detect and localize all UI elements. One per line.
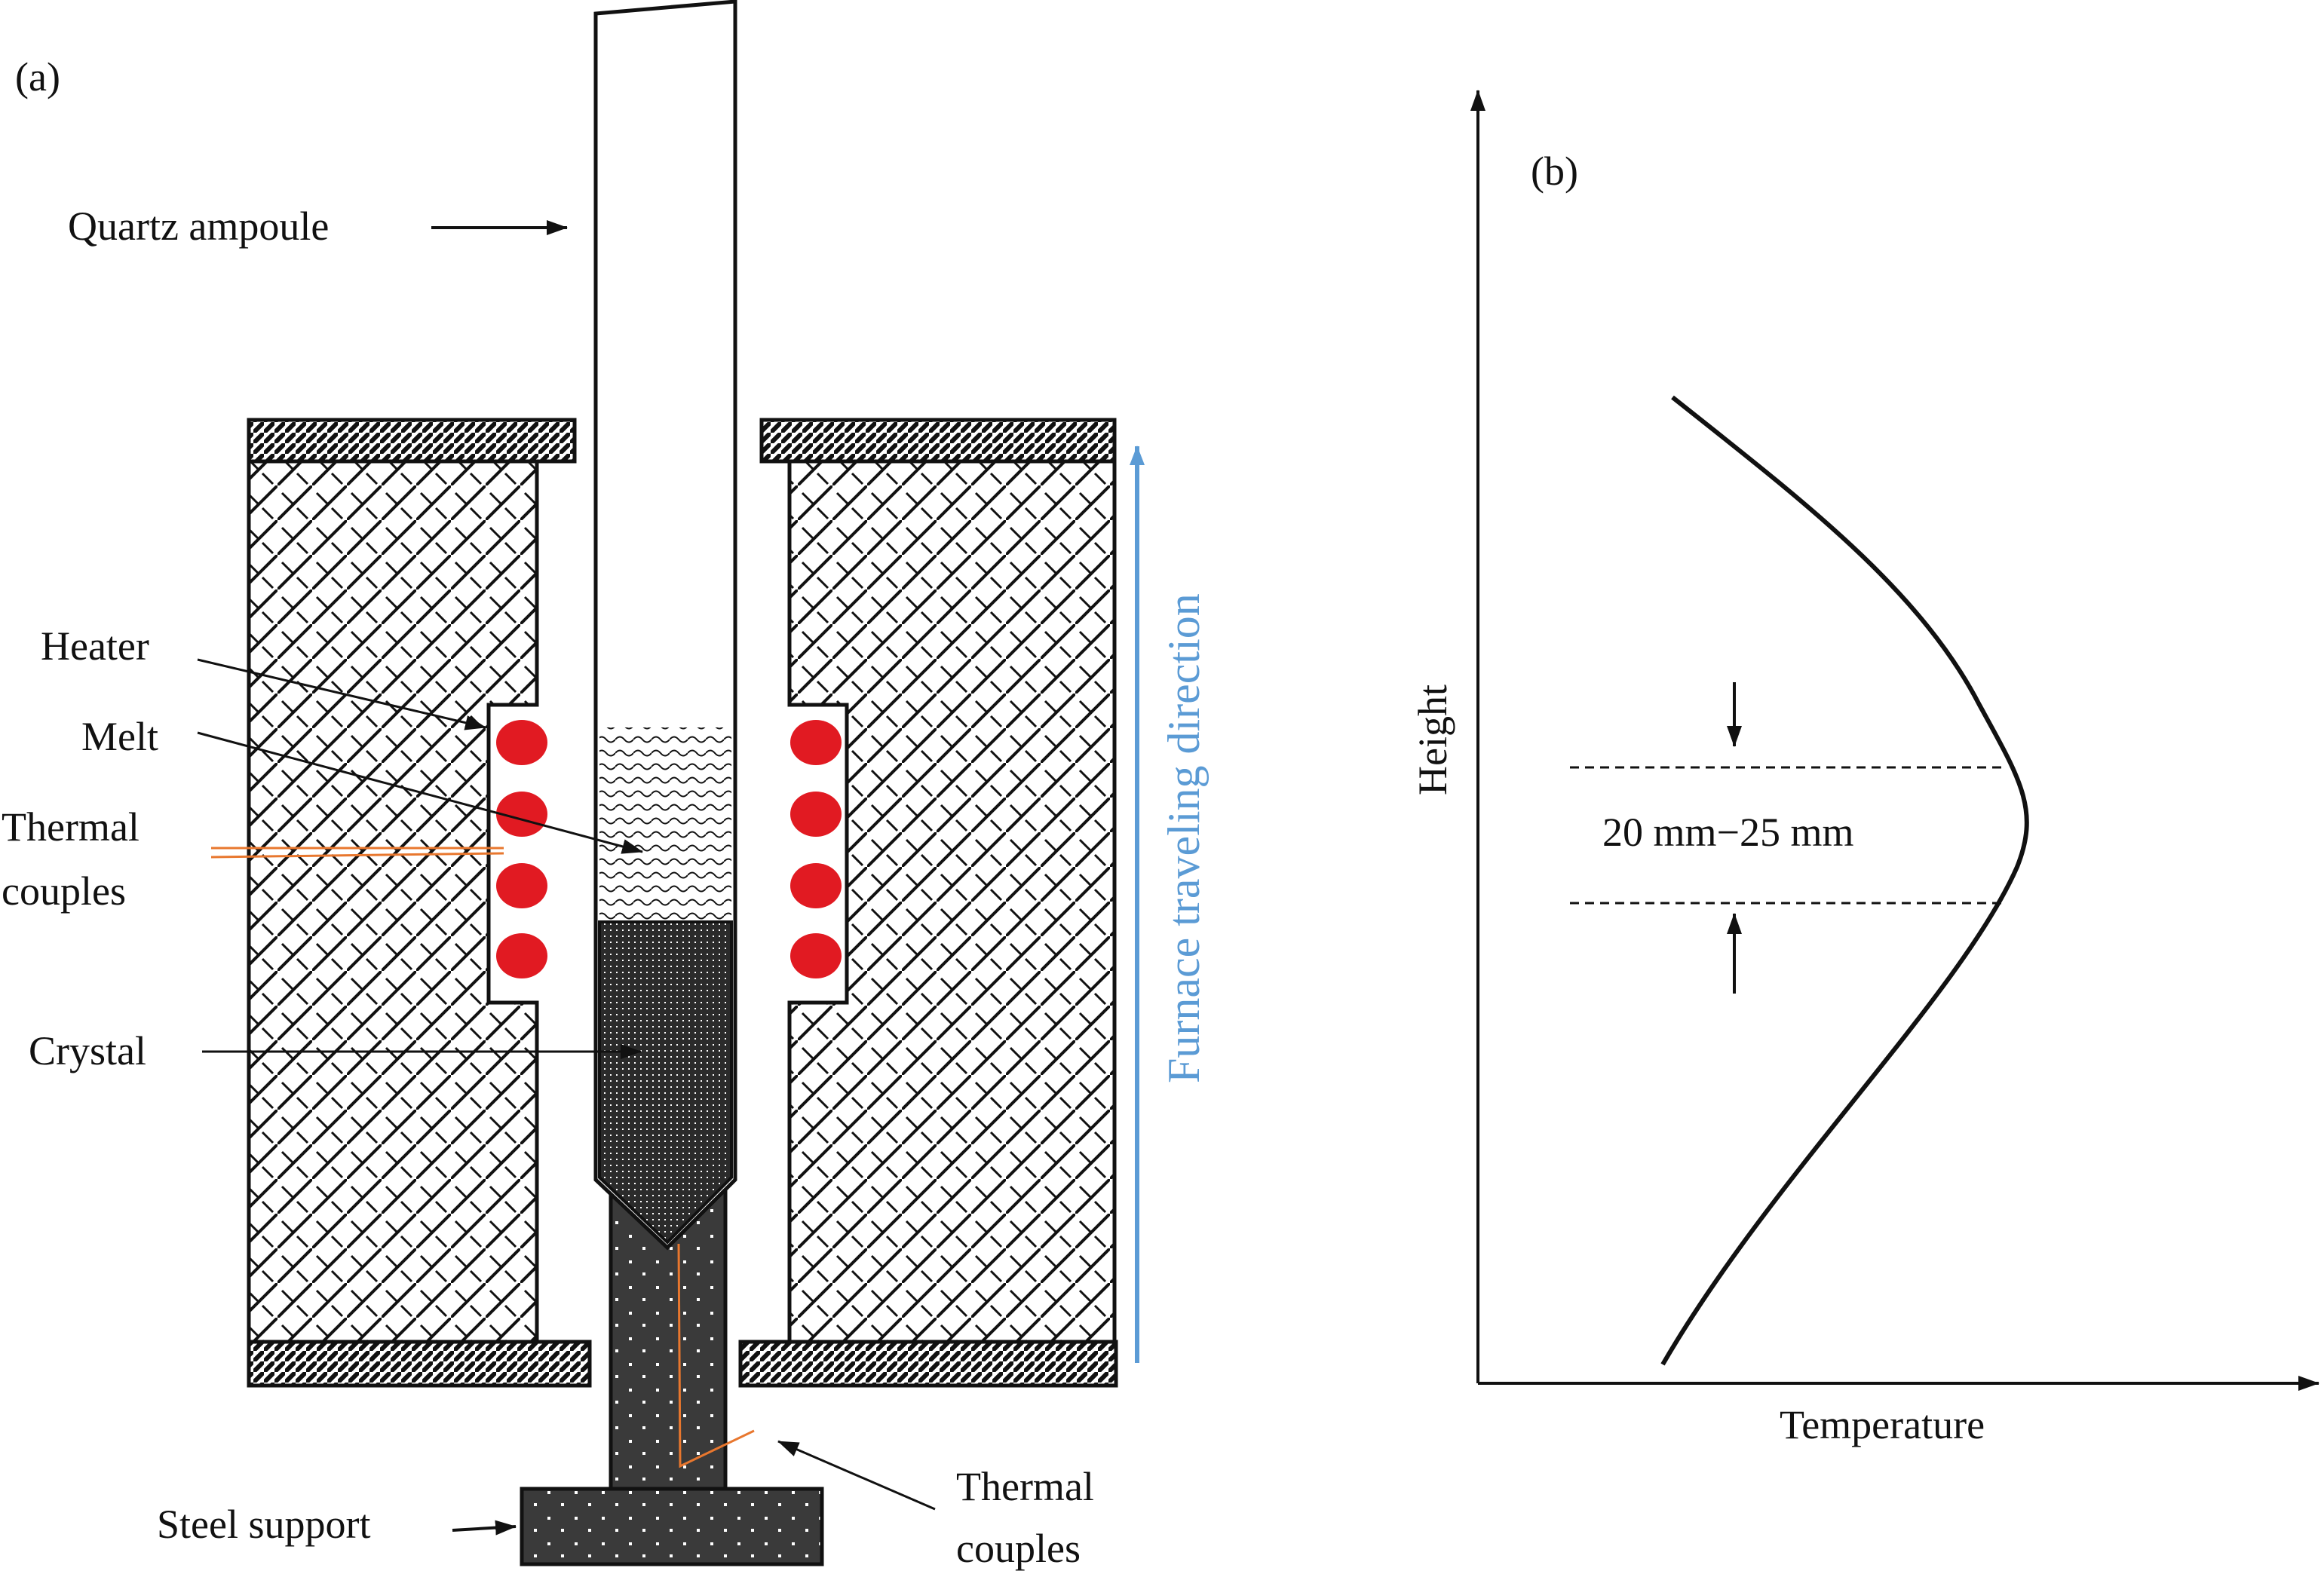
heater-coils-right — [790, 720, 842, 978]
thermal-couples-left-line1: Thermal — [2, 804, 140, 850]
thermal-couples-bottom-arrow — [777, 1440, 936, 1511]
steel-support-base — [520, 1487, 824, 1566]
heater-coil — [790, 720, 842, 765]
zone-label: 20 mm−25 mm — [1602, 810, 1853, 855]
melt-arrow — [197, 731, 643, 854]
thermal-couples-bottom-line2: couples — [956, 1526, 1081, 1571]
heater-label: Heater — [41, 623, 149, 669]
panel-a-label: (a) — [15, 54, 60, 100]
heater-coil — [790, 792, 842, 837]
thermal-couple-wire-bottom — [677, 1243, 755, 1468]
right-top-cap — [759, 418, 1117, 464]
panel-b-label: (b) — [1531, 149, 1578, 194]
right-bottom-cap — [738, 1340, 1118, 1388]
melt-region — [599, 727, 731, 922]
left-top-cap — [247, 418, 577, 464]
heater-coil — [790, 863, 842, 908]
x-axis-label: Temperature — [1780, 1402, 1985, 1447]
heater-coil — [790, 933, 842, 978]
thermal-couple-wires-left — [210, 847, 504, 859]
temperature-profile-curve — [1660, 395, 2029, 1366]
heater-coil — [496, 933, 547, 978]
left-insulation — [247, 459, 539, 1344]
furnace-direction-label: Furnace traveling direction — [1159, 593, 1209, 1083]
steel-support-arrow — [452, 1520, 517, 1536]
crystal-label: Crystal — [29, 1028, 146, 1073]
quartz-ampoule-label: Quartz ampoule — [68, 204, 329, 249]
y-axis-label: Height — [1410, 684, 1455, 795]
right-insulation — [787, 459, 1117, 1344]
heater-coil — [496, 863, 547, 908]
heater-coil — [496, 792, 547, 837]
steel-support-label: Steel support — [157, 1502, 370, 1547]
crystal-region — [598, 920, 733, 1245]
melt-label: Melt — [81, 714, 158, 759]
thermal-couples-bottom-line1: Thermal — [956, 1464, 1094, 1509]
panel-b: (b) Height Temperature 20 mm−25 mm — [1410, 90, 2319, 1447]
thermal-couples-left-line2: couples — [2, 868, 126, 914]
heater-coils-left — [496, 720, 547, 978]
heater-arrow — [197, 658, 486, 730]
heater-coil — [496, 720, 547, 765]
panel-a: (a) — [2, 0, 1209, 1571]
left-bottom-cap — [247, 1340, 592, 1388]
support-column — [609, 1189, 728, 1495]
